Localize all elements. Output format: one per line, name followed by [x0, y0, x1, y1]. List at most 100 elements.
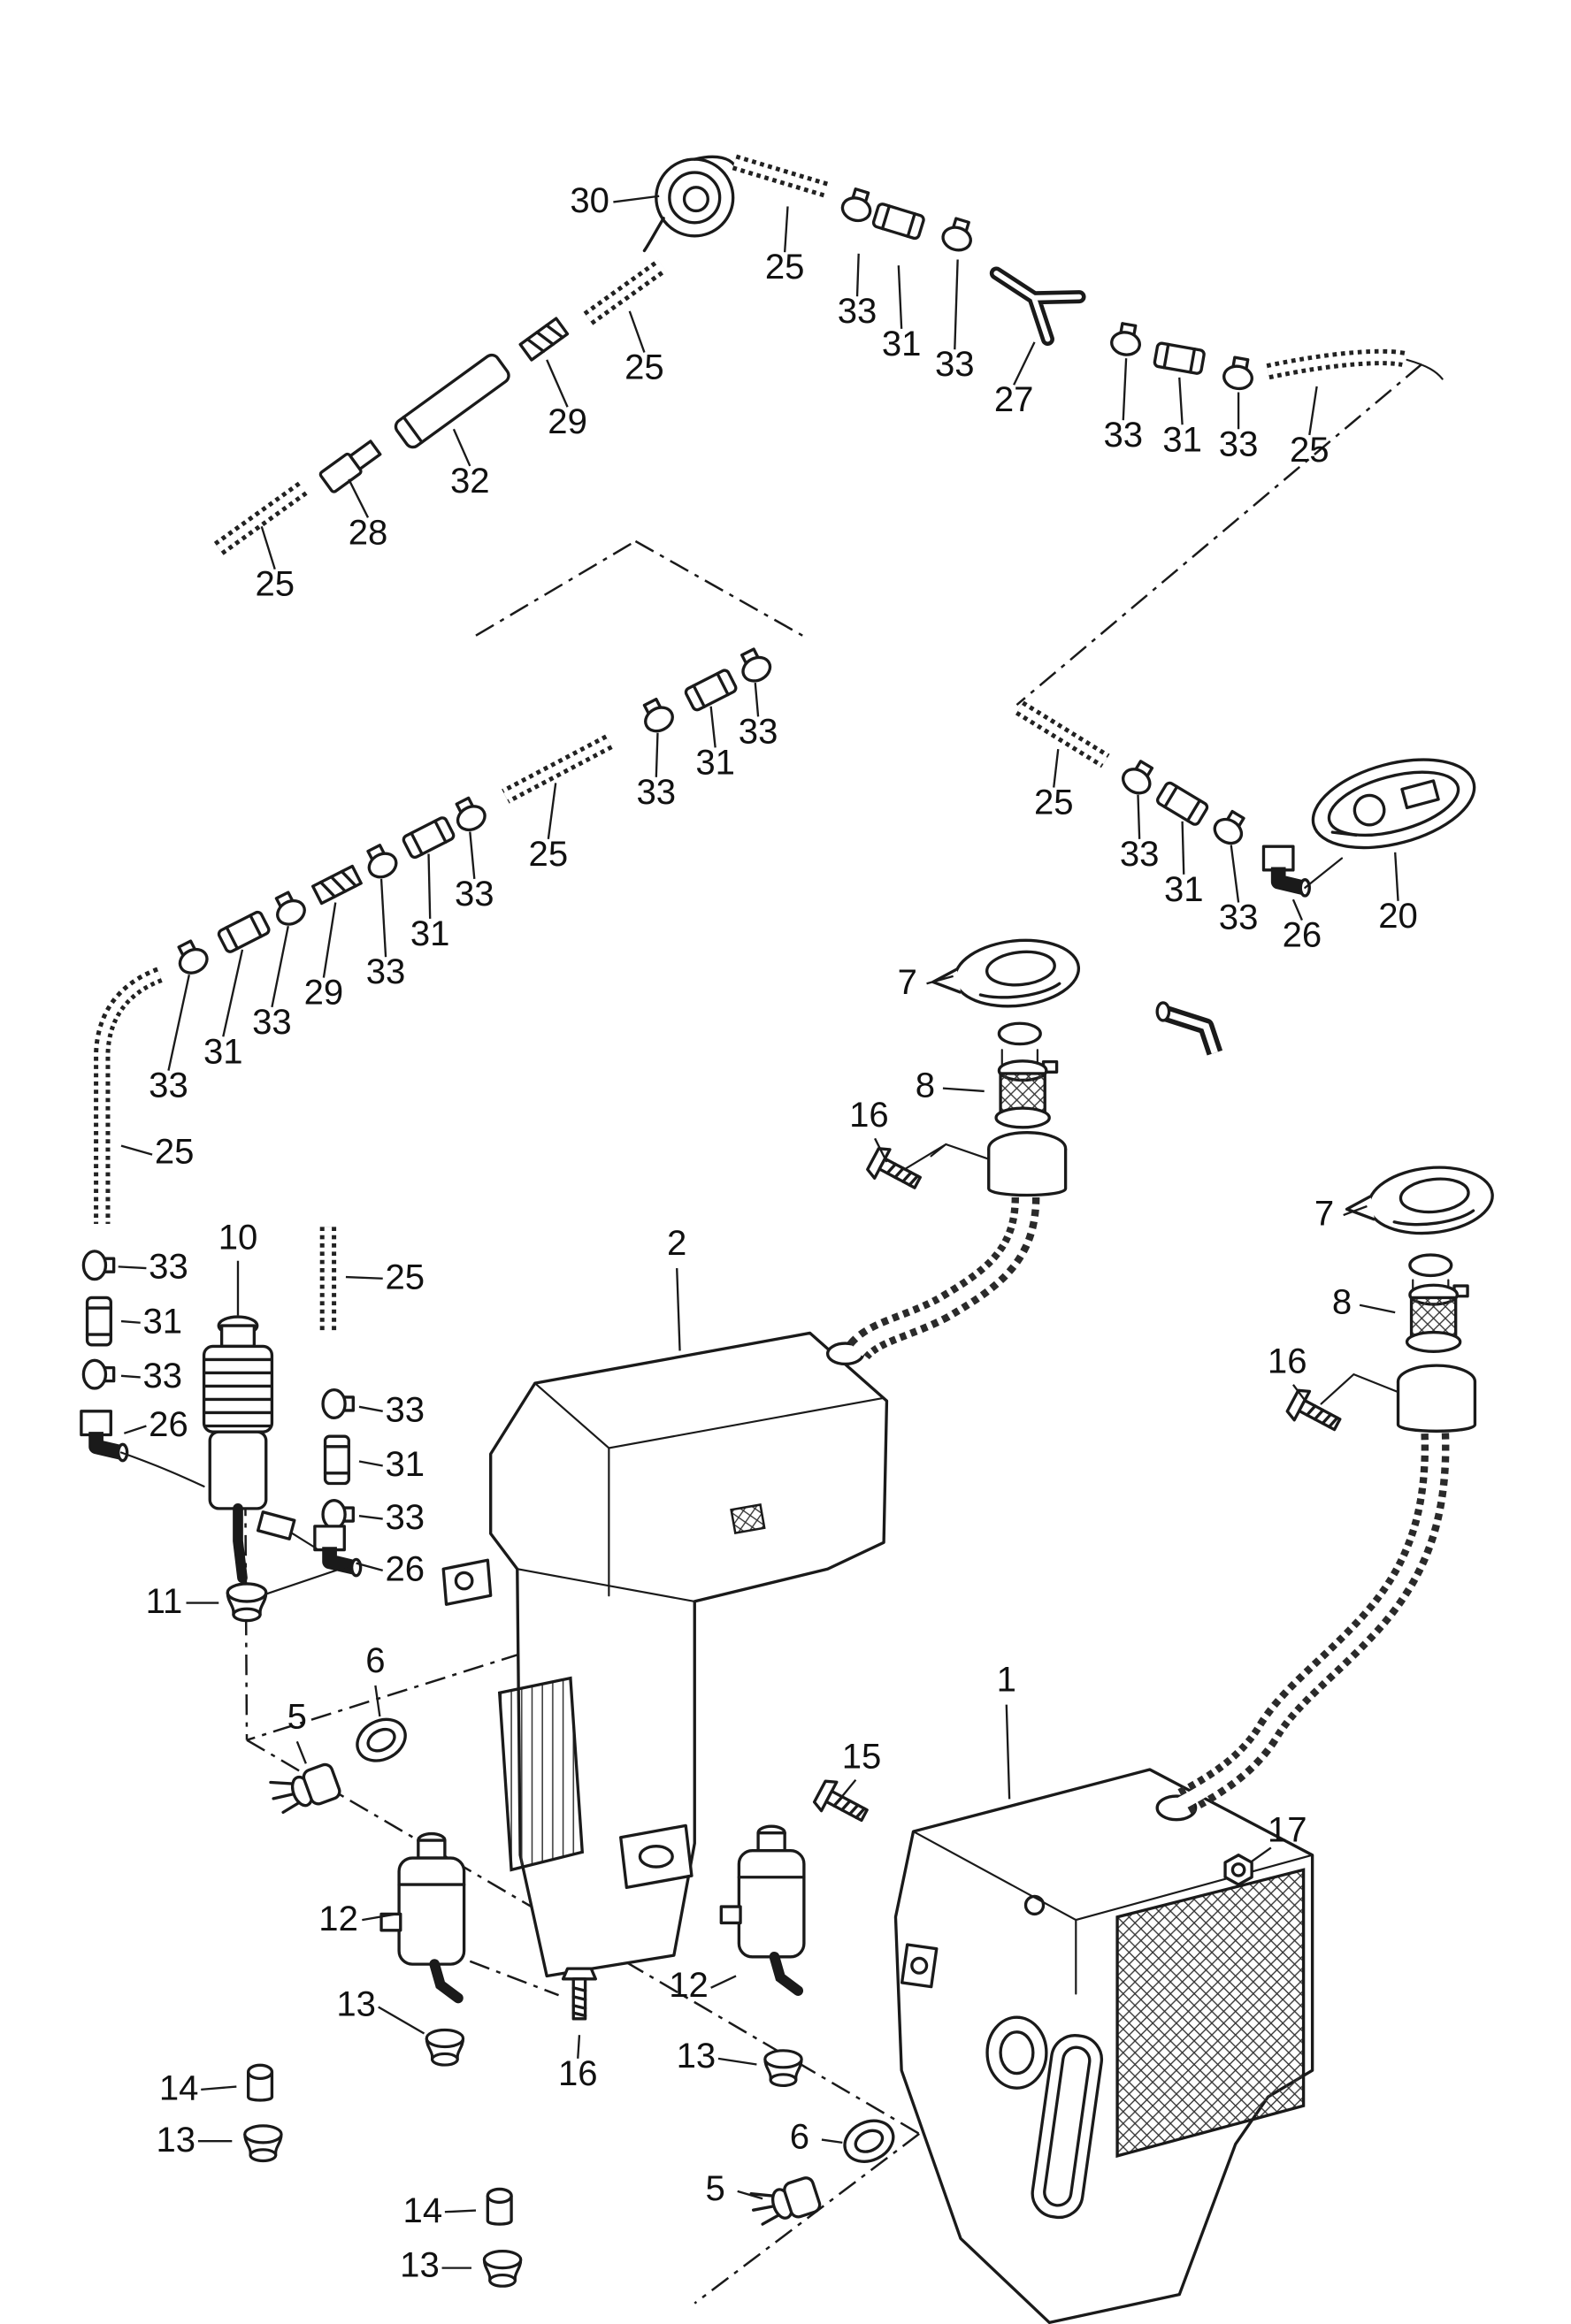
part-label-31: 31: [1162, 420, 1202, 459]
leader-line-33: [655, 732, 659, 777]
part-label-6: 6: [790, 2118, 809, 2157]
washer-pump-12: [381, 1834, 464, 1999]
leader-line-31: [709, 706, 717, 748]
leader-line-17: [1249, 1846, 1272, 1864]
part-label-6: 6: [365, 1641, 385, 1680]
part-label-33: 33: [142, 1357, 182, 1395]
leader-line-12: [710, 1975, 737, 1989]
part-label-10: 10: [218, 1218, 258, 1257]
grommet-13: [482, 2250, 523, 2288]
part-label-31: 31: [695, 743, 735, 782]
leader-line-25: [783, 206, 789, 253]
plug-14: [486, 2187, 513, 2226]
handle-cutout: [1031, 2034, 1104, 2220]
leader-line-33: [358, 1405, 383, 1412]
leader-line-33: [754, 682, 760, 717]
hose-clamp-33: [81, 1250, 116, 1281]
leader-line-25: [260, 525, 276, 570]
screw-16: [561, 1967, 597, 2021]
hose-clamp-33: [939, 214, 977, 256]
spiral-hose-30: [642, 155, 737, 253]
leader-line-33: [120, 1374, 141, 1379]
leader-line-26: [1291, 898, 1303, 921]
tube-32: [391, 350, 513, 452]
part-label-33: 33: [637, 773, 677, 812]
part-label-31: 31: [203, 1032, 243, 1071]
part-label-13: 13: [157, 2121, 196, 2160]
y-connector-27: [986, 273, 1080, 343]
part-label-15: 15: [842, 1737, 882, 1776]
part-label-33: 33: [1219, 898, 1259, 937]
hose-clamp-33: [1208, 806, 1252, 850]
elbow-fitting-26: [315, 1526, 361, 1576]
leader-line-31: [222, 949, 244, 1037]
leader-line-7: [926, 975, 954, 985]
part-label-20: 20: [1378, 897, 1418, 936]
hose-chain-middle: [94, 644, 776, 1225]
hose-clamp-33: [81, 1358, 116, 1390]
elbow-hose-fitting: [1155, 1001, 1223, 1056]
grommet-13: [425, 2028, 465, 2067]
part-label-33: 33: [1120, 835, 1160, 874]
part-label-7: 7: [898, 963, 917, 1002]
leader-line-8: [942, 1087, 985, 1093]
part-label-13: 13: [400, 2246, 440, 2285]
leader-line-33: [1137, 794, 1141, 839]
part-label-33: 33: [739, 712, 778, 751]
part-label-33: 33: [366, 952, 406, 991]
leader-line-33: [855, 253, 860, 297]
leader-line-33: [167, 974, 190, 1071]
part-label-8: 8: [916, 1066, 935, 1105]
part-label-28: 28: [349, 513, 388, 552]
leader-line-31: [1181, 821, 1185, 875]
leader-line-33: [358, 1515, 383, 1520]
filler-cap-7: [928, 933, 1084, 1016]
elbow-fitting-26: [1263, 846, 1309, 896]
part-label-17: 17: [1268, 1811, 1307, 1850]
part-label-32: 32: [450, 462, 490, 501]
part-label-7: 7: [1314, 1195, 1334, 1234]
leader-line-15: [841, 1778, 857, 1797]
part-label-11: 11: [146, 1582, 183, 1621]
part-label-31: 31: [882, 325, 922, 363]
leader-line-33: [118, 1265, 147, 1270]
hose-clamp-33: [1221, 355, 1257, 393]
leader-line-27: [1013, 341, 1036, 386]
leader-line-14: [444, 2209, 477, 2213]
part-label-26: 26: [149, 1405, 188, 1444]
leader-line-26: [123, 1425, 147, 1434]
leader-line-33: [379, 878, 387, 958]
part-label-33: 33: [935, 345, 975, 384]
leader-line-25: [345, 1275, 383, 1280]
hose-clamp-33: [171, 936, 213, 979]
leader-line-7: [1343, 1204, 1368, 1217]
leader-line-31: [120, 1319, 141, 1324]
hose-clamp-33: [733, 644, 776, 687]
part-label-33: 33: [1219, 424, 1259, 463]
part-label-12: 12: [318, 1900, 358, 1938]
left-fitting-column: [81, 1227, 361, 1595]
connector-31: [683, 667, 740, 714]
hose-chain-top-left: [213, 258, 667, 555]
leader-line-6: [821, 2138, 843, 2144]
connector-31: [1152, 340, 1207, 376]
part-label-29: 29: [304, 974, 344, 1013]
leader-line-32: [452, 428, 471, 467]
part-label-25: 25: [625, 348, 664, 387]
part-label-25: 25: [765, 248, 805, 287]
grommet-13: [243, 2124, 283, 2163]
leader-line-2: [676, 1268, 681, 1351]
connector-29: [310, 864, 363, 906]
part-label-16: 16: [558, 2054, 598, 2093]
part-label-2: 2: [667, 1224, 686, 1263]
connector-31: [870, 201, 926, 241]
leader-line-25: [1053, 748, 1060, 788]
leader-line-33: [954, 259, 959, 350]
part-label-33: 33: [838, 292, 877, 331]
plug-14: [247, 2063, 274, 2102]
leader-line-13: [717, 2057, 757, 2066]
leader-line-14: [201, 2085, 237, 2091]
connector-31: [1154, 779, 1211, 828]
